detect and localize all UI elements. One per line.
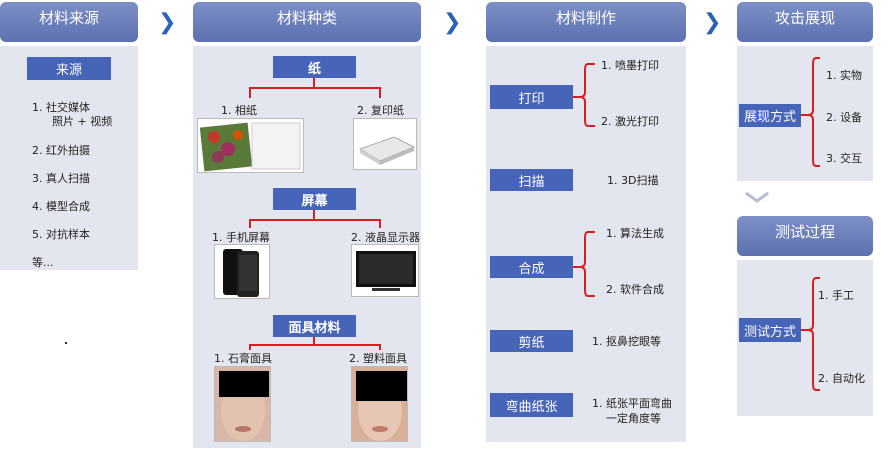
photo-copypaper-image [353, 118, 417, 170]
box-source-label: 来源 [55, 63, 82, 78]
source-item-1b: 照片 + 视频 [52, 115, 113, 128]
box-scan: 扫描 [490, 169, 573, 191]
header-attack: 攻击展现 [737, 2, 873, 42]
paper-right: 2. 复印纸 [357, 104, 404, 117]
header-source-label: 材料来源 [38, 9, 99, 27]
scan-a: 1. 3D扫描 [607, 174, 659, 187]
synth-a: 1. 算法生成 [606, 227, 664, 240]
photo-monitor-image [351, 244, 419, 297]
box-test: 测试方式 [739, 318, 801, 342]
photo-plaster-mask-image [214, 366, 271, 442]
source-item-4: 4. 模型合成 [32, 200, 90, 213]
header-attack-label: 攻击展现 [774, 9, 835, 27]
box-mask-label: 面具材料 [288, 320, 341, 336]
header-source: 材料来源 [0, 2, 138, 42]
photo-paper-image [197, 118, 304, 173]
box-print: 打印 [490, 85, 573, 109]
mask-left: 1. 石膏面具 [214, 352, 272, 365]
source-item-2: 2. 红外拍摄 [32, 144, 90, 157]
box-synth-label: 合成 [518, 261, 545, 277]
mask-right: 2. 塑料面具 [349, 352, 407, 365]
source-item-3: 3. 真人扫描 [32, 172, 90, 185]
attack-item-3: 3. 交互 [826, 152, 862, 165]
attack-item-2: 2. 设备 [826, 111, 862, 124]
chevron-right-icon: ❯ [158, 10, 177, 35]
box-attack-label: 展现方式 [743, 110, 796, 125]
box-screen-label: 屏幕 [301, 193, 328, 209]
chevron-right-icon: ❯ [703, 10, 722, 35]
header-test-label: 测试过程 [774, 223, 835, 241]
bend-a: 1. 纸张平面弯曲 [592, 397, 672, 410]
source-item-5: 5. 对抗样本 [32, 228, 90, 241]
source-item-1: 1. 社交媒体 [32, 101, 90, 114]
header-making-label: 材料制作 [555, 9, 616, 27]
box-source: 来源 [27, 57, 111, 80]
box-paper: 纸 [273, 56, 356, 78]
box-bend: 弯曲纸张 [490, 393, 573, 417]
box-screen: 屏幕 [273, 188, 356, 210]
print-a: 1. 喷墨打印 [601, 59, 659, 72]
header-types: 材料种类 [193, 2, 421, 42]
bend-b: 一定角度等 [606, 412, 661, 425]
photo-phone-image [214, 244, 270, 299]
cut-a: 1. 抠鼻挖眼等 [592, 335, 661, 348]
attack-item-1: 1. 实物 [826, 69, 862, 82]
chevron-right-icon: ❯ [443, 10, 462, 35]
header-test: 测试过程 [737, 216, 873, 256]
photo-plaster-mask-illustration [219, 371, 269, 441]
paper-left: 1. 相纸 [221, 104, 257, 117]
box-cut-label: 剪纸 [518, 335, 545, 351]
test-item-2: 2. 自动化 [818, 372, 865, 385]
box-test-label: 测试方式 [743, 324, 796, 340]
photo-plastic-mask-illustration [356, 371, 407, 441]
box-mask: 面具材料 [273, 315, 356, 337]
screen-right: 2. 液晶显示器 [351, 231, 420, 244]
box-scan-label: 扫描 [518, 174, 545, 190]
panel-source [0, 46, 138, 270]
print-b: 2. 激光打印 [601, 115, 659, 128]
box-synth: 合成 [490, 256, 573, 278]
chevron-down-icon [745, 191, 769, 203]
photo-copypaper-illustration [358, 136, 416, 165]
box-print-label: 打印 [518, 91, 545, 107]
dot-mark [65, 342, 67, 344]
box-cut: 剪纸 [490, 330, 573, 352]
box-paper-label: 纸 [307, 61, 321, 77]
box-bend-label: 弯曲纸张 [505, 399, 558, 415]
photo-paper-illustration [199, 122, 301, 172]
source-item-etc: 等... [32, 256, 54, 269]
photo-monitor-illustration [356, 251, 416, 291]
header-types-label: 材料种类 [276, 9, 337, 27]
box-attack: 展现方式 [739, 104, 801, 127]
photo-phone-illustration [223, 249, 259, 297]
test-item-1: 1. 手工 [818, 289, 854, 302]
header-making: 材料制作 [486, 2, 686, 42]
photo-plastic-mask-image [351, 366, 408, 442]
synth-b: 2. 软件合成 [606, 283, 664, 296]
screen-left: 1. 手机屏幕 [212, 231, 270, 244]
